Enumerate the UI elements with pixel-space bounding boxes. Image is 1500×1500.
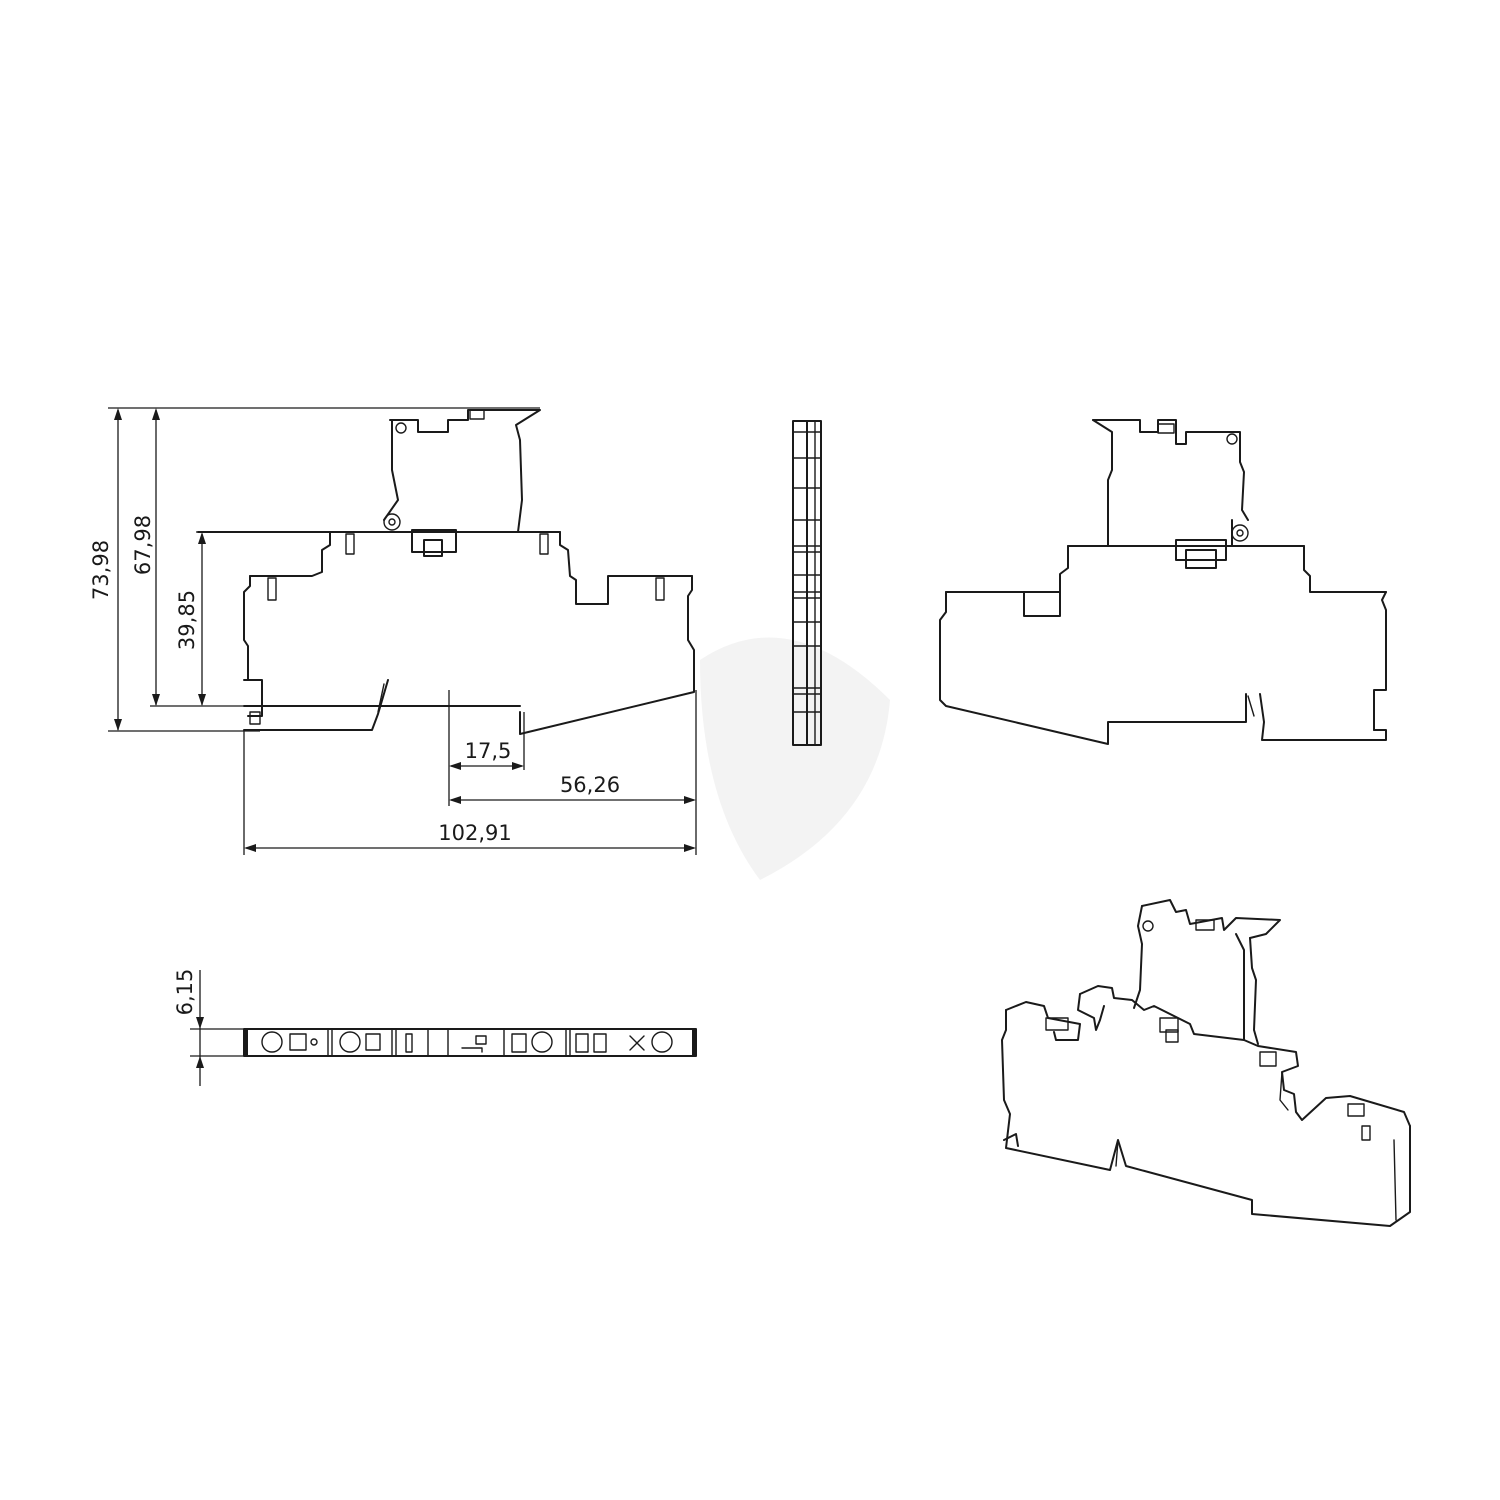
dim-offset-rail: 17,5	[465, 739, 512, 763]
isometric-view	[1001, 899, 1411, 1227]
dim-width: 6,15	[173, 969, 197, 1016]
front-view-mirrored	[939, 419, 1387, 745]
dim-overall-length: 102,91	[438, 821, 511, 845]
watermark	[700, 637, 890, 880]
dim-body-height: 67,98	[131, 515, 155, 575]
dim-overall-height: 73,98	[89, 540, 113, 600]
dim-offset-right: 56,26	[560, 773, 620, 797]
dim-lower-height: 39,85	[175, 590, 199, 650]
dimension-labels: 73,98 67,98 39,85 17,5 56,26 102,91 6,15	[89, 515, 620, 1015]
dimension-lines	[108, 407, 697, 855]
side-view	[792, 420, 822, 746]
front-view	[197, 409, 695, 735]
top-view	[190, 970, 697, 1086]
